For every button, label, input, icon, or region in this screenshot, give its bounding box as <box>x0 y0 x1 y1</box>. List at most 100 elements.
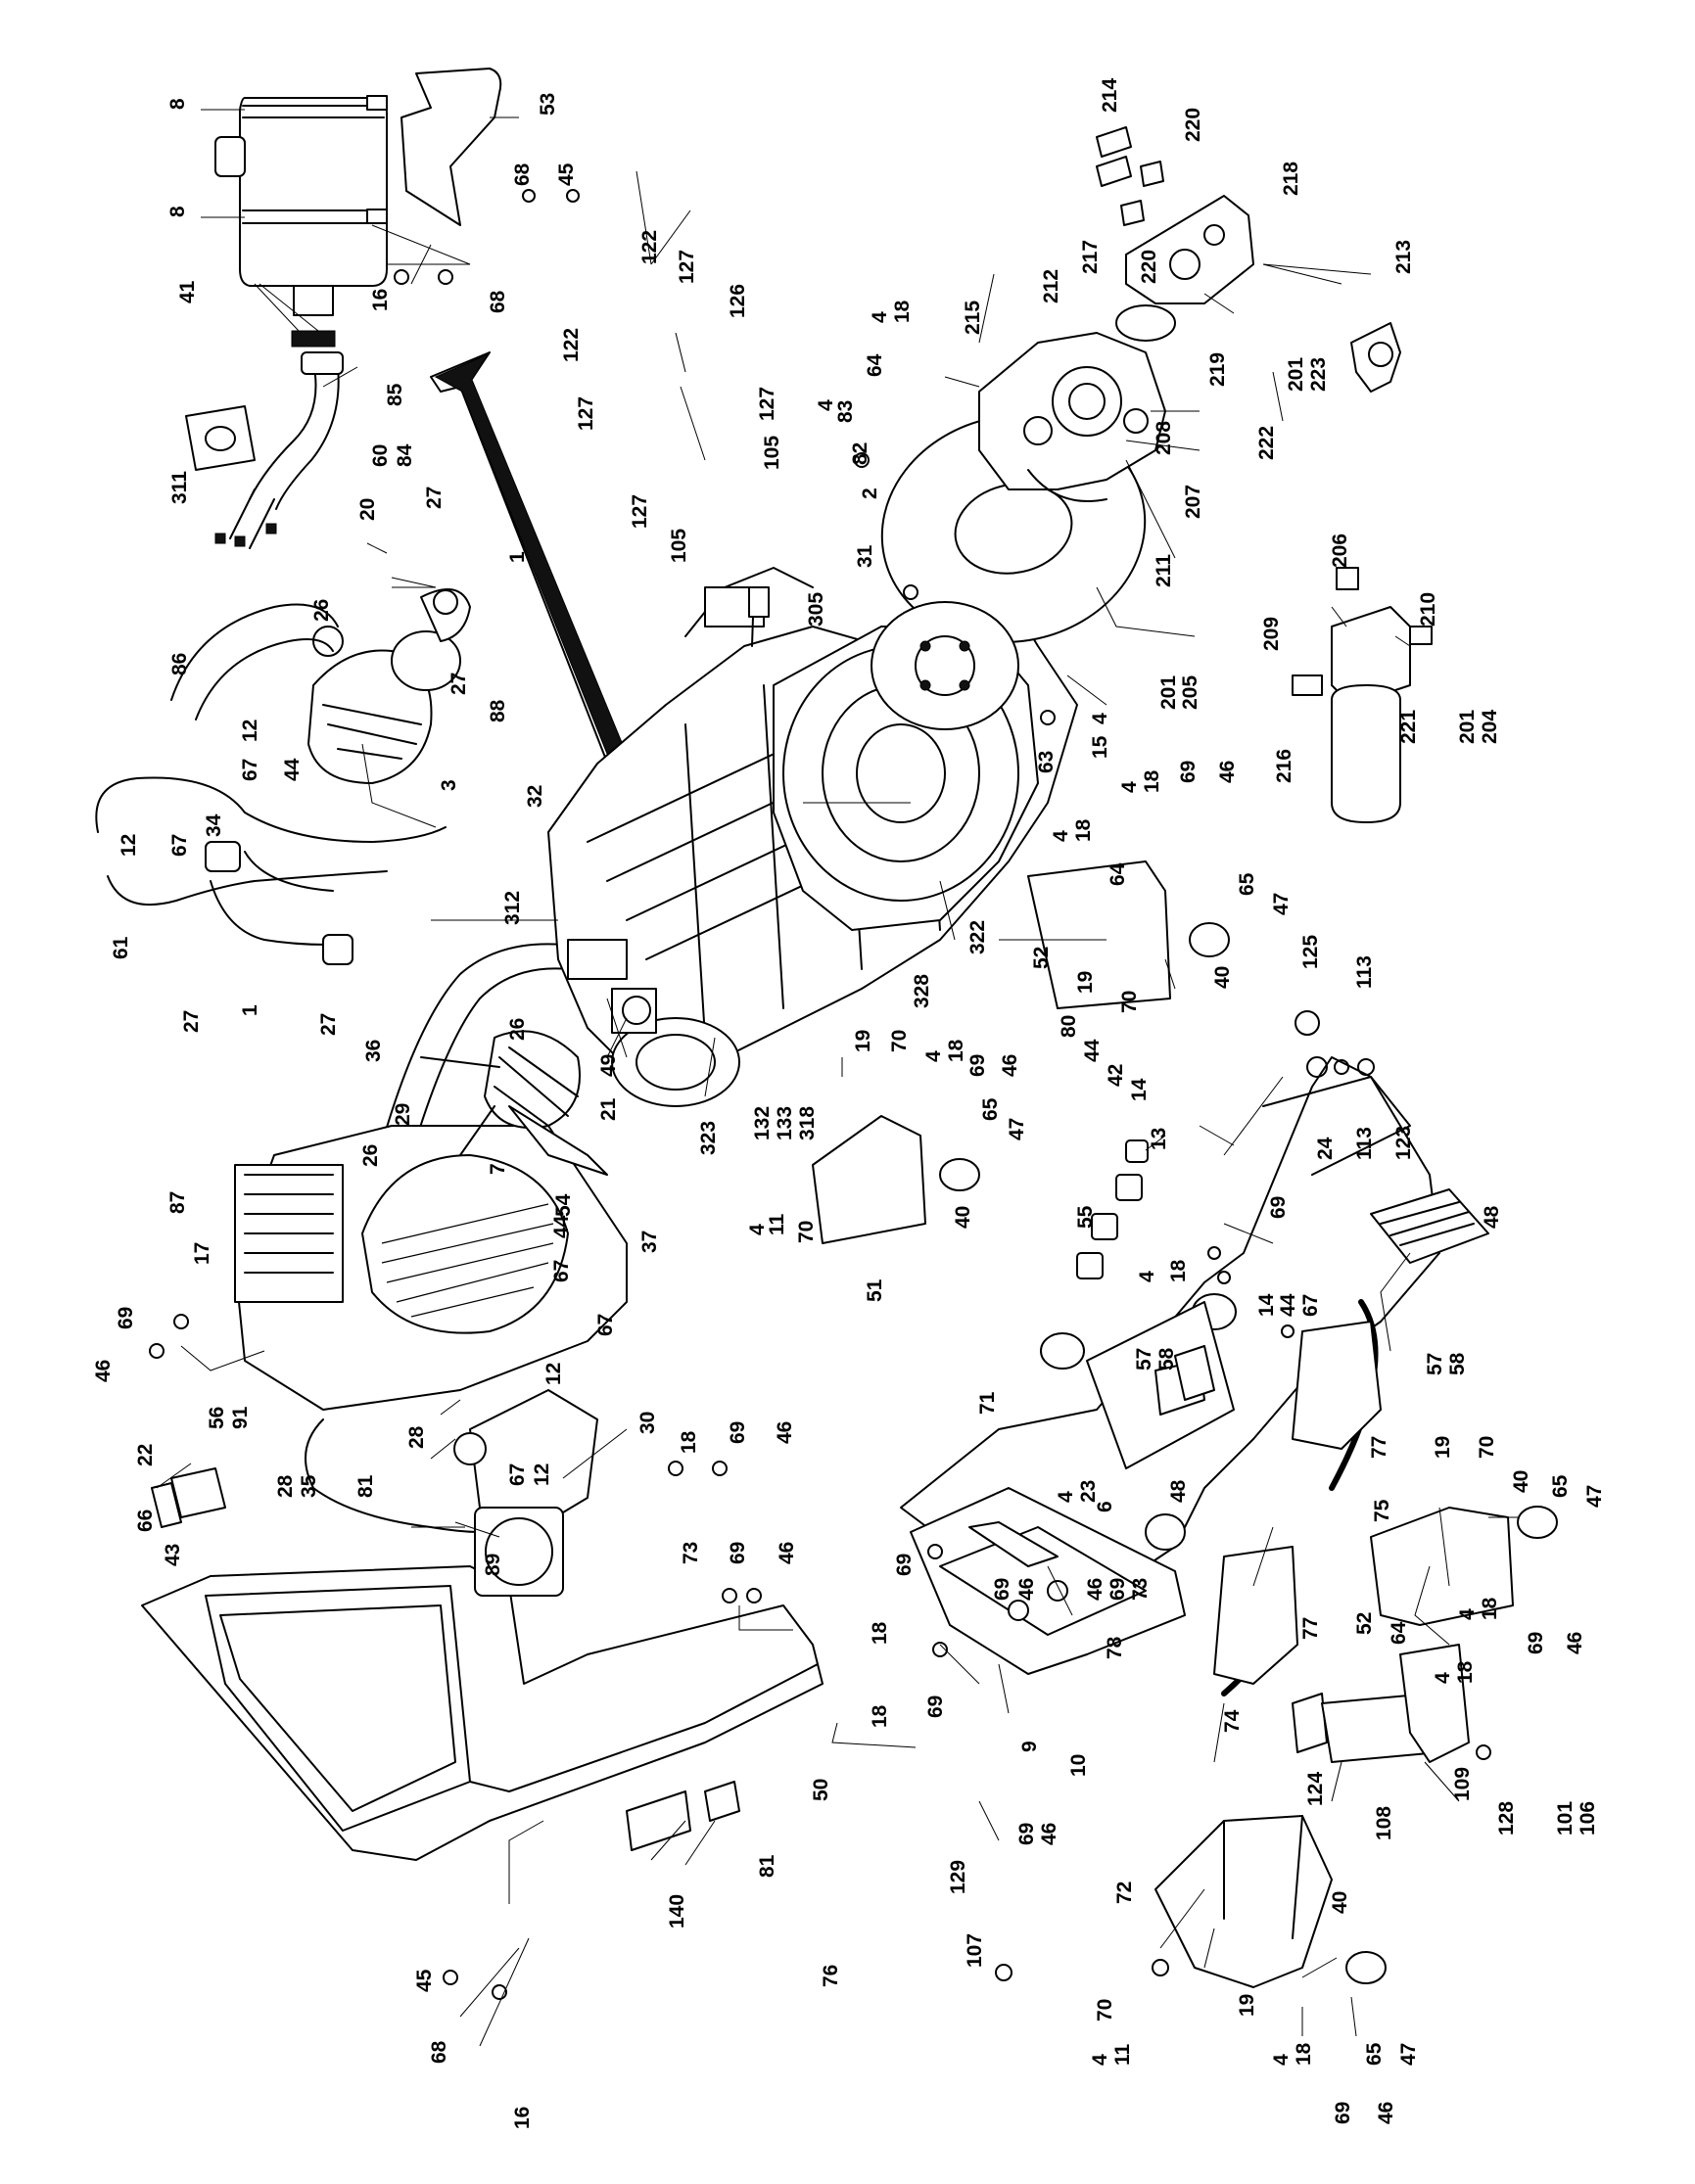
flange-311 <box>185 405 277 549</box>
callout-12: 12 <box>118 834 140 857</box>
battery-tray <box>910 1487 1186 1675</box>
callout-21: 21 <box>597 1097 620 1121</box>
callout-28: 28 <box>405 1425 428 1449</box>
callout-77: 77 <box>1299 1617 1322 1640</box>
shroud-50 <box>141 1507 824 1861</box>
callout-8: 8 <box>166 206 189 217</box>
callout-4: 4 <box>1089 2054 1111 2066</box>
callout-51: 51 <box>864 1278 886 1302</box>
callout-204: 204 <box>1479 710 1501 744</box>
callout-69: 69 <box>1267 1196 1290 1219</box>
callout-28: 28 <box>274 1474 297 1498</box>
fittings <box>1096 126 1164 226</box>
callout-214: 214 <box>1099 78 1121 113</box>
callout-18: 18 <box>1454 1660 1477 1684</box>
callout-91: 91 <box>229 1406 252 1429</box>
callout-1: 1 <box>506 551 529 563</box>
callout-18: 18 <box>1167 1259 1190 1282</box>
callout-10: 10 <box>1067 1754 1090 1777</box>
callout-67: 67 <box>1299 1294 1322 1317</box>
callout-65: 65 <box>1363 2042 1386 2066</box>
callout-18: 18 <box>678 1430 700 1454</box>
callout-105: 105 <box>668 529 690 563</box>
callout-84: 84 <box>394 443 416 467</box>
callout-18: 18 <box>869 1621 891 1645</box>
callout-55: 55 <box>1074 1205 1097 1229</box>
brackets-74-75 <box>1213 1321 1382 1685</box>
callout-20: 20 <box>356 498 379 521</box>
brackets-108-109 <box>1292 1644 1470 1763</box>
callout-113: 113 <box>1353 1127 1376 1160</box>
callout-87: 87 <box>166 1191 189 1214</box>
callout-65: 65 <box>979 1097 1002 1121</box>
callout-128: 128 <box>1495 1801 1518 1835</box>
callout-44: 44 <box>281 758 304 781</box>
callout-31: 31 <box>854 544 876 568</box>
callout-69: 69 <box>727 1542 749 1564</box>
callout-37: 37 <box>638 1231 661 1253</box>
callout-13: 13 <box>1148 1128 1170 1150</box>
callout-127: 127 <box>575 396 597 431</box>
callout-129: 129 <box>947 1860 969 1894</box>
callout-318: 318 <box>796 1106 819 1140</box>
callout-69: 69 <box>115 1307 137 1329</box>
callout-27: 27 <box>180 1010 203 1033</box>
callout-26: 26 <box>359 1144 382 1167</box>
callout-56: 56 <box>206 1407 228 1429</box>
callout-30: 30 <box>636 1412 659 1434</box>
callout-46: 46 <box>1015 1578 1038 1601</box>
callout-4: 4 <box>1050 830 1072 842</box>
callout-17: 17 <box>191 1242 213 1265</box>
callout-68: 68 <box>511 163 534 186</box>
callout-19: 19 <box>1074 971 1097 994</box>
callout-4: 4 <box>1089 713 1111 724</box>
callout-220: 220 <box>1138 250 1160 284</box>
callout-69: 69 <box>727 1421 749 1444</box>
callout-40: 40 <box>1211 966 1234 989</box>
callout-40: 40 <box>1329 1891 1351 1914</box>
callout-69: 69 <box>1177 761 1200 783</box>
mount-bracket-51 <box>812 1115 980 1244</box>
callout-216: 216 <box>1273 749 1295 783</box>
callout-70: 70 <box>888 1030 911 1052</box>
callout-47: 47 <box>1397 2043 1420 2066</box>
callout-86: 86 <box>168 653 191 675</box>
callout-53: 53 <box>537 93 559 116</box>
callout-46: 46 <box>92 1360 115 1382</box>
callout-46: 46 <box>1375 2102 1397 2124</box>
callout-11: 11 <box>766 1213 788 1235</box>
callout-218: 218 <box>1280 162 1302 196</box>
callout-63: 63 <box>1035 751 1058 773</box>
callout-44: 44 <box>1081 1039 1104 1062</box>
callout-105: 105 <box>761 436 783 470</box>
callout-19: 19 <box>852 1030 874 1052</box>
callout-70: 70 <box>795 1221 818 1243</box>
callout-27: 27 <box>317 1013 340 1036</box>
stack-57-58 <box>1174 1188 1489 1401</box>
callout-89: 89 <box>482 1554 504 1576</box>
callout-4: 4 <box>746 1224 769 1235</box>
callout-4: 4 <box>1270 2054 1293 2066</box>
callout-46: 46 <box>999 1054 1021 1077</box>
callout-322: 322 <box>966 920 989 954</box>
callout-18: 18 <box>1293 2042 1315 2066</box>
solenoids-55 <box>1076 1139 1149 1279</box>
callout-312: 312 <box>501 891 524 925</box>
filter-216 <box>1292 567 1433 823</box>
callout-44: 44 <box>550 1215 573 1238</box>
bracket-53 <box>400 68 502 226</box>
callout-113: 113 <box>1353 955 1376 989</box>
callout-41: 41 <box>176 280 199 303</box>
callout-4: 4 <box>1055 1491 1077 1503</box>
callout-52: 52 <box>1353 1612 1376 1635</box>
callout-48: 48 <box>1481 1205 1503 1229</box>
hose-61 <box>95 776 447 965</box>
callout-57: 57 <box>1424 1353 1446 1375</box>
callout-217: 217 <box>1079 240 1102 274</box>
callout-64: 64 <box>864 353 886 377</box>
callout-4: 4 <box>1118 781 1141 793</box>
intake-hose <box>249 351 344 510</box>
callout-4: 4 <box>1136 1271 1158 1282</box>
callout-222: 222 <box>1255 426 1278 460</box>
